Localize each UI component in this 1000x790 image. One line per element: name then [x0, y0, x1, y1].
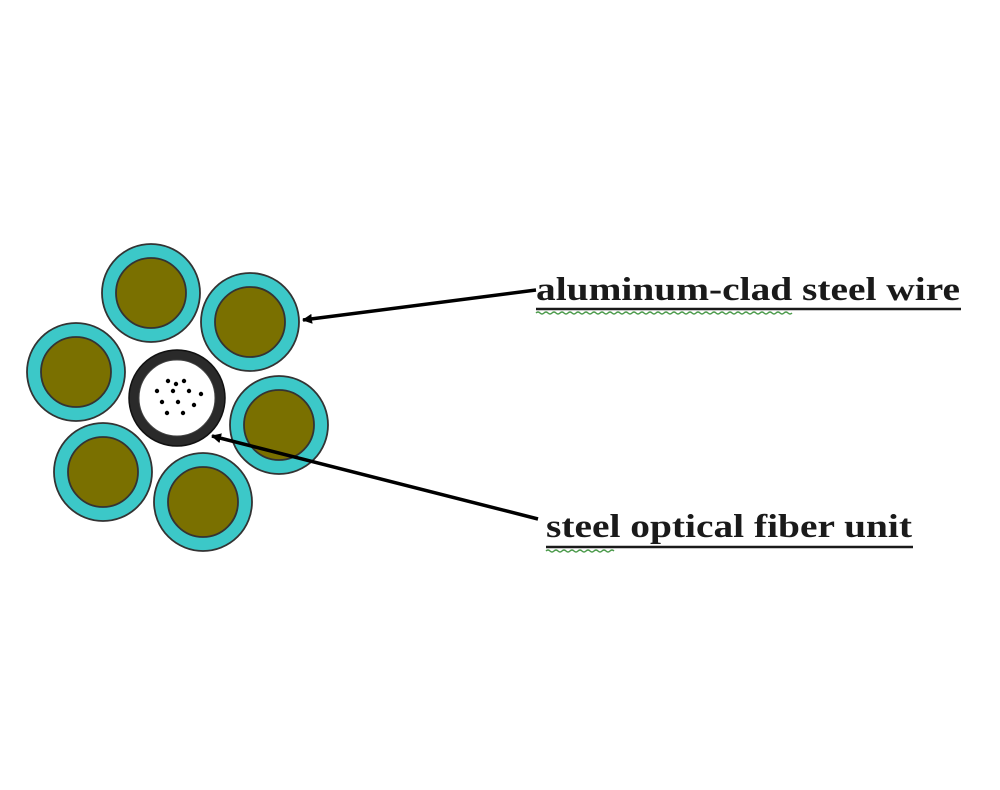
optical-fiber-4 — [170, 388, 176, 394]
optical-fiber-9 — [191, 402, 197, 408]
optical-fiber-11 — [180, 410, 186, 416]
steel-wire-3 — [229, 375, 329, 475]
steel-wire-2 — [200, 272, 300, 372]
optical-fiber-5 — [186, 388, 192, 394]
optical-fiber-8 — [175, 399, 181, 405]
outer-wires — [26, 243, 329, 552]
optical-fiber-12 — [173, 381, 179, 387]
optical-fiber-3 — [154, 388, 160, 394]
callout-steel-optical-fiber-unit: steel optical fiber unit — [211, 433, 913, 553]
optical-fiber-10 — [164, 410, 170, 416]
steel-wire-6 — [26, 322, 126, 422]
steel-optical-fiber-unit — [128, 349, 226, 447]
steel-wire-1 — [101, 243, 201, 343]
callout-aluminum-clad-steel-wire: aluminum-clad steel wire — [302, 272, 961, 324]
label-aluminum-clad-steel-wire: aluminum-clad steel wire — [536, 272, 960, 308]
optical-fiber-1 — [165, 378, 171, 384]
steel-wire-5 — [53, 422, 153, 522]
label-steel-optical-fiber-unit: steel optical fiber unit — [546, 509, 912, 545]
leader-arrow-fiber-unit — [211, 433, 539, 521]
leader-arrow-aluminum — [302, 288, 537, 324]
spellcheck-squiggle-fiber-unit — [545, 549, 615, 553]
spellcheck-squiggle-aluminum — [535, 311, 793, 315]
optical-fibers — [154, 378, 204, 416]
optical-fiber-6 — [198, 391, 204, 397]
optical-fiber-2 — [181, 378, 187, 384]
optical-fiber-7 — [159, 399, 165, 405]
steel-wire-4 — [153, 452, 253, 552]
